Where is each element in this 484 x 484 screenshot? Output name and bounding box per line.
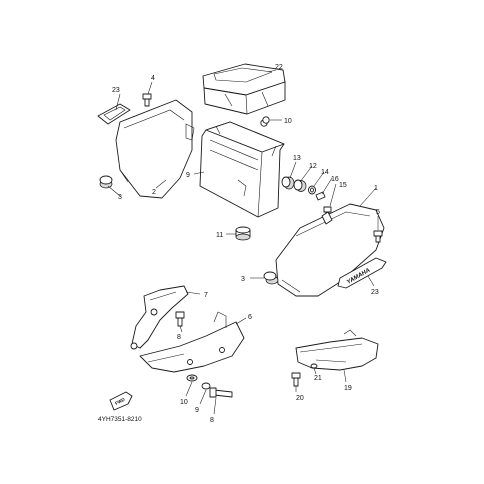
screw-part-4-left (142, 93, 152, 107)
drawing-code: 4YH7351-8210 (98, 416, 142, 423)
svg-text:FWD: FWD (114, 397, 126, 406)
callout-9: 9 (195, 407, 199, 414)
battery-case-part (199, 119, 285, 218)
callout-11: 9 (186, 172, 190, 179)
callout-4-right: 5 (376, 209, 380, 216)
fastener-group-8-10 (186, 374, 233, 398)
grommet-part-3-left (99, 175, 113, 189)
leader-lines (107, 69, 379, 415)
callout-23-left: 23 (112, 87, 120, 94)
callout-10: 10 (180, 399, 188, 406)
forward-arrow-icon: FWD (109, 391, 133, 411)
callout-20: 20 (296, 395, 304, 402)
callout-23-right: 23 (371, 289, 379, 296)
callout-7: 8 (177, 334, 181, 341)
lower-bracket-part-5 (139, 311, 245, 373)
left-emblem-part (97, 103, 131, 125)
callout-14: 12 (309, 163, 317, 170)
fastener-group-20-21 (291, 363, 318, 387)
callout-3-right: 3 (241, 276, 245, 283)
bolt-part-7 (175, 311, 185, 327)
screw-part-4-right (373, 230, 383, 243)
callout-13: 11 (216, 232, 223, 239)
callout-22: 22 (275, 64, 283, 71)
callout-3-left: 3 (118, 194, 122, 201)
callout-6: 7 (204, 292, 208, 299)
callout-5: 6 (248, 314, 252, 321)
left-side-cover-part (115, 99, 195, 199)
callout-17: 15 (339, 182, 347, 189)
battery-cover-part (202, 63, 286, 115)
callout-8: 8 (210, 417, 214, 424)
fastener-group-14-18 (281, 176, 332, 219)
holder-part-19 (295, 329, 379, 371)
callout-16: 14 (321, 169, 329, 176)
callout-19: 19 (344, 385, 352, 392)
right-side-cover-part (275, 203, 385, 297)
callout-4-left: 4 (151, 75, 155, 82)
bolt-part-12 (262, 116, 270, 124)
callout-labels: 4 23 22 10 9 2 3 11 13 12 14 16 15 1 5 3… (112, 64, 380, 424)
callout-12: 10 (284, 118, 292, 125)
callout-18: 16 (331, 176, 339, 183)
damper-part-13 (235, 226, 251, 241)
grommet-part-3-right (263, 271, 279, 285)
callout-15: 13 (293, 155, 301, 162)
callout-21: 21 (314, 375, 322, 382)
bracket-part-6 (130, 285, 189, 350)
callout-2: 2 (152, 189, 156, 196)
callout-1: 1 (374, 185, 378, 192)
